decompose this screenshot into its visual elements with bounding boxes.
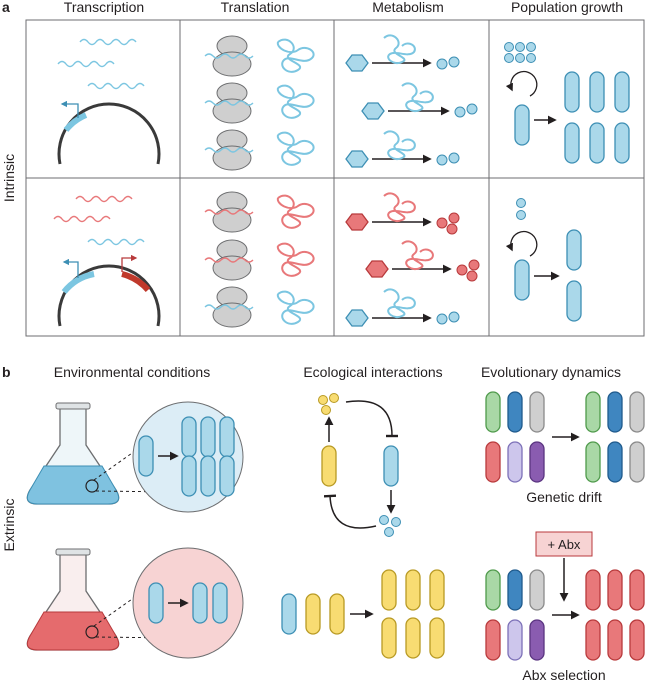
flask-blue bbox=[26, 401, 244, 513]
column-header-translation: Translation bbox=[221, 0, 290, 15]
flask-red bbox=[26, 547, 244, 659]
panel-a-letter: a bbox=[2, 0, 10, 15]
transcription-bottom bbox=[53, 195, 161, 327]
row-label-extrinsic: Extrinsic bbox=[1, 499, 17, 552]
header-evolutionary-dynamics: Evolutionary dynamics bbox=[481, 364, 621, 380]
ecological-interactions-cycle bbox=[318, 393, 401, 537]
abx-selection-label: Abx selection bbox=[522, 667, 605, 683]
ribosome-5 bbox=[212, 239, 252, 281]
panel-a-grid bbox=[25, 19, 645, 337]
ribosome-4 bbox=[212, 191, 252, 233]
substrate-hexagon bbox=[345, 54, 369, 72]
genetic-drift-label: Genetic drift bbox=[526, 489, 602, 505]
metabolism-column bbox=[345, 34, 480, 327]
column-header-population-growth: Population growth bbox=[511, 0, 623, 15]
column-header-transcription: Transcription bbox=[64, 0, 144, 15]
ribosome-3 bbox=[212, 129, 252, 171]
abx-box bbox=[535, 531, 593, 557]
genetic-drift-diagram bbox=[485, 391, 645, 483]
ribosome-6 bbox=[212, 286, 252, 328]
translation-column bbox=[204, 35, 315, 328]
row-label-intrinsic: Intrinsic bbox=[1, 154, 17, 202]
panel-b-letter: b bbox=[2, 364, 11, 380]
header-ecological-interactions: Ecological interactions bbox=[303, 364, 442, 380]
transcription-top bbox=[57, 38, 161, 165]
ribosome-1 bbox=[212, 35, 252, 77]
abx-selection-diagram bbox=[485, 558, 645, 661]
column-header-metabolism: Metabolism bbox=[372, 0, 444, 15]
population-growth-bottom bbox=[505, 198, 582, 322]
header-environmental-conditions: Environmental conditions bbox=[54, 364, 210, 380]
ribosome-2 bbox=[212, 82, 252, 124]
population-growth-top bbox=[504, 42, 630, 164]
abx-box-label: + Abx bbox=[548, 537, 581, 552]
ecological-community-shift bbox=[281, 569, 445, 659]
